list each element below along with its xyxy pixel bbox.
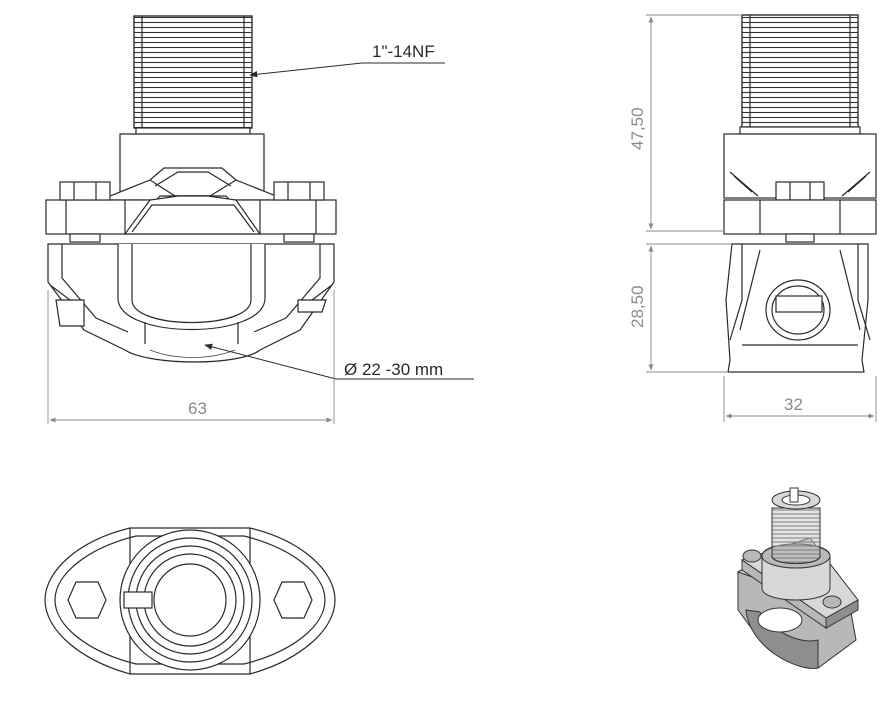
front-width-label: 63	[188, 399, 207, 418]
diameter-callout: Ø 22 -30 mm	[204, 343, 474, 380]
diameter-label: Ø 22 -30 mm	[344, 360, 443, 379]
side-height-upper-label: 47,50	[628, 107, 647, 150]
thread-label: 1"-14NF	[372, 42, 435, 61]
side-height-upper-dimension: 47,50	[628, 14, 742, 232]
side-view	[723, 14, 877, 373]
side-width-dimension: 32	[723, 376, 877, 422]
front-view	[45, 15, 337, 363]
side-width-label: 32	[784, 395, 803, 414]
front-width-dimension: 63	[47, 290, 335, 424]
thread-callout: 1"-14NF	[249, 42, 445, 78]
side-height-lower-dimension: 28,50	[628, 243, 732, 373]
side-height-lower-label: 28,50	[628, 285, 647, 328]
isometric-view	[736, 487, 859, 669]
top-view	[44, 527, 336, 675]
